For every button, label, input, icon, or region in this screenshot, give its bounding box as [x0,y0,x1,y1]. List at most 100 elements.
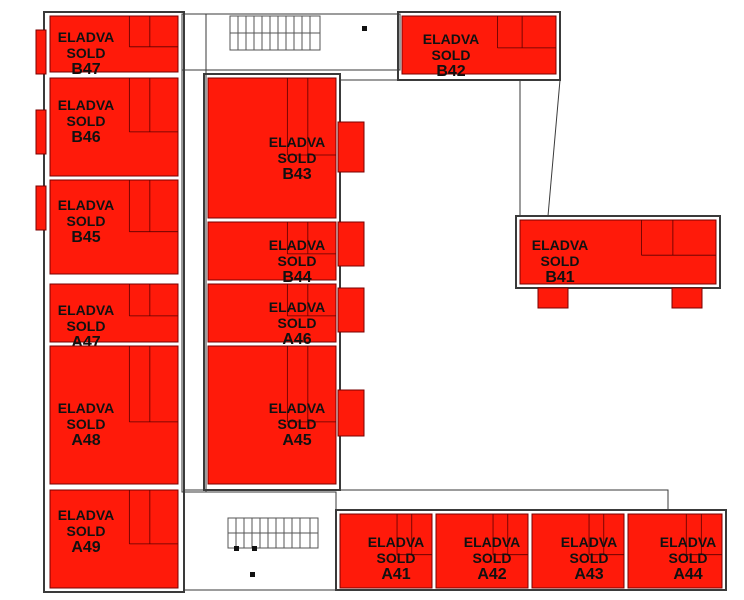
unit-number-label: B46 [71,129,100,146]
interior-walls [128,490,178,545]
unit-area [519,219,717,285]
interior-walls [128,16,178,48]
unit-area [49,283,179,343]
unit-status-label: ELADVA [532,237,589,253]
stair-south [227,517,319,549]
interior-walls [128,78,178,133]
unit-number-label: A42 [477,566,506,583]
unit-area [49,489,179,589]
interior-walls [588,514,624,556]
interior-walls [685,514,722,556]
unit-status-label: ELADVA [269,134,326,150]
unit-number-label: A41 [381,566,410,583]
unit-status-label: ELADVA [561,534,618,550]
unit-area [207,221,337,281]
unit-area [207,77,337,219]
unit-status-label: ELADVA [58,400,115,416]
unit-area [627,513,723,589]
unit-number-label: A48 [71,432,100,449]
unit-status-label: ELADVA [58,302,115,318]
unit-status-label: ELADVA [58,29,115,45]
interior-walls [497,16,556,49]
unit-sold-label: SOLD [67,213,106,229]
unit-area [531,513,625,589]
interior-walls [286,78,336,156]
unit-sold-label: SOLD [67,318,106,334]
unit-number-label: A46 [282,331,311,348]
unit-status-label: ELADVA [660,534,717,550]
unit-status-label: ELADVA [269,237,326,253]
unit-sold-label: SOLD [278,416,317,432]
structural-columns [234,26,367,577]
unit-sold-label: SOLD [278,253,317,269]
unit-sold-label: SOLD [473,550,512,566]
interior-walls [286,222,336,255]
unit-status-label: ELADVA [58,97,115,113]
interior-walls [128,180,178,233]
unit-area [401,15,557,75]
unit-area [207,283,337,343]
unit-sold-label: SOLD [67,113,106,129]
unit-sold-label: SOLD [67,523,106,539]
unit-sold-label: SOLD [67,416,106,432]
unit-sold-label: SOLD [570,550,609,566]
unit-area [49,15,179,73]
unit-area [49,77,179,177]
unit-sold-label: SOLD [669,550,708,566]
unit-sold-label: SOLD [67,45,106,61]
unit-status-label: ELADVA [464,534,521,550]
interior-walls [128,346,178,423]
unit-number-label: B44 [282,269,311,286]
unit-area [49,179,179,275]
unit-sold-label: SOLD [278,315,317,331]
unit-number-label: A45 [282,432,311,449]
unit-area [49,345,179,485]
unit-sold-label: SOLD [541,253,580,269]
unit-area [207,345,337,485]
unit-status-label: ELADVA [423,31,480,47]
unit-status-label: ELADVA [368,534,425,550]
interior-walls [286,346,336,423]
interior-walls [641,220,716,256]
unit-number-label: A49 [71,539,100,556]
unit-number-label: B43 [282,166,311,183]
unit-number-label: A44 [673,566,702,583]
unit-sold-label: SOLD [377,550,416,566]
unit-sold-label: SOLD [432,47,471,63]
unit-area [339,513,433,589]
interior-walls [286,284,336,317]
unit-number-label: B41 [545,269,574,286]
unit-number-label: A43 [574,566,603,583]
unit-status-label: ELADVA [58,507,115,523]
interior-walls [128,284,178,317]
unit-sold-label: SOLD [278,150,317,166]
building-structure [43,11,727,593]
unit-number-label: B47 [71,61,100,78]
units-layer: ELADVASOLDB47ELADVASOLDB46ELADVASOLDB45E… [49,15,723,589]
unit-status-label: ELADVA [58,197,115,213]
unit-status-label: ELADVA [269,400,326,416]
unit-area [435,513,529,589]
unit-number-label: B42 [436,63,465,80]
interior-walls [492,514,528,556]
unit-status-label: ELADVA [269,299,326,315]
unit-number-label: B45 [71,229,100,246]
interior-walls [396,514,432,556]
